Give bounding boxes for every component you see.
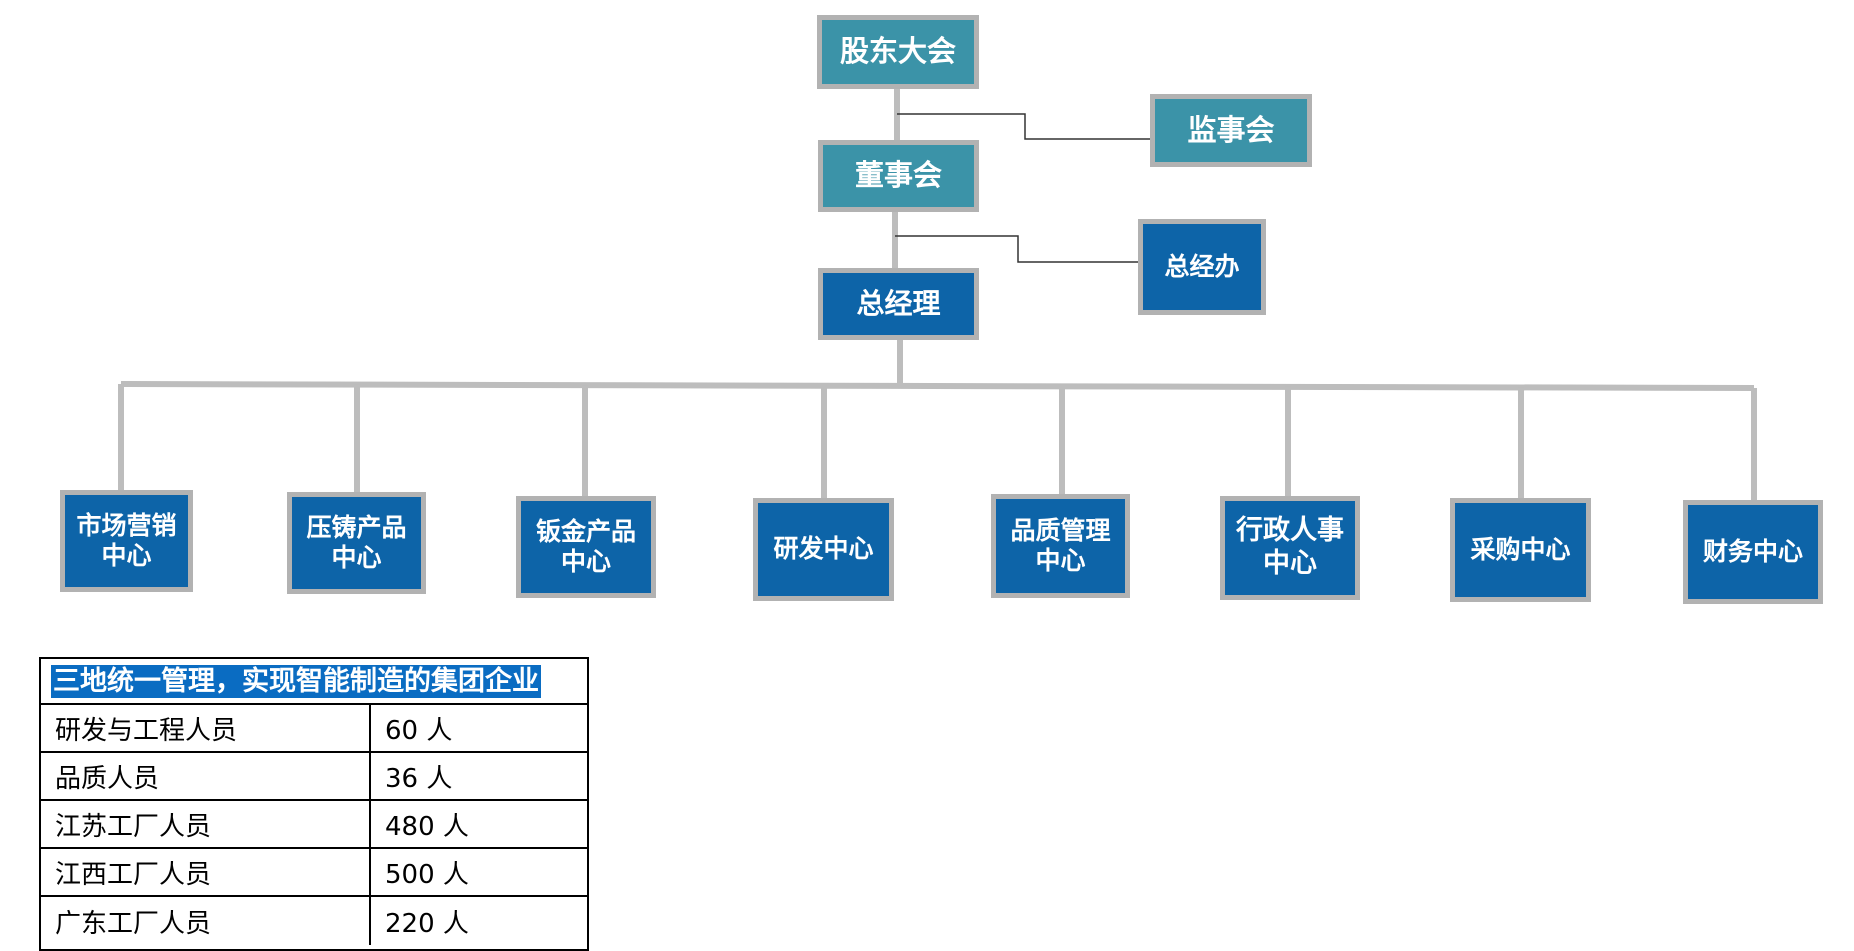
dept-label-line1: 市场营销 [76,510,177,540]
row-value: 220 人 [385,908,469,939]
connector-gm-office [895,235,1138,263]
row-label: 研发与工程人员 [41,705,371,751]
connector-department-bus [120,381,1755,391]
node-gm-office-label: 总经办 [1164,251,1240,281]
node-board-label: 董事会 [854,158,942,193]
dept-label-line2: 中心 [1035,546,1086,575]
dept-label-line2: 中心 [331,543,382,572]
dept-label-line1: 研发中心 [773,534,874,564]
row-label: 江苏工厂人员 [41,801,371,847]
row-label: 江西工厂人员 [41,849,371,895]
table-row: 江西工厂人员 500 人 [41,849,587,897]
dept-label-line1: 钣金产品 [535,516,636,546]
node-board: 董事会 [818,140,979,212]
table-title: 三地统一管理，实现智能制造的集团企业 [51,664,541,698]
node-supervisors: 监事会 [1150,94,1312,167]
node-shareholders: 股东大会 [817,15,979,89]
table-title-row: 三地统一管理，实现智能制造的集团企业 [41,659,587,705]
dept-marketing: 市场营销 中心 [60,490,193,592]
dept-sheet-metal: 钣金产品 中心 [516,496,656,598]
row-label: 品质人员 [41,753,371,799]
dept-rd: 研发中心 [753,498,894,601]
row-value: 36 人 [385,763,453,794]
node-gm: 总经理 [818,268,979,340]
connector-supervisors [897,113,1150,140]
row-value: 500 人 [385,859,469,890]
table-row: 品质人员 36 人 [41,753,587,801]
row-label: 广东工厂人员 [41,897,371,945]
dept-die-casting: 压铸产品 中心 [287,492,426,594]
dept-label-line1: 采购中心 [1470,534,1571,564]
dept-label-line1: 品质管理 [1010,515,1111,545]
dept-admin-hr: 行政人事 中心 [1220,496,1360,600]
table-row: 研发与工程人员 60 人 [41,705,587,753]
dept-label-line1: 财务中心 [1702,536,1803,566]
dept-quality: 品质管理 中心 [991,494,1130,598]
node-gm-office: 总经办 [1138,219,1266,315]
node-gm-label: 总经理 [856,286,941,320]
dept-label-line1: 行政人事 [1236,515,1344,547]
dept-label-line1: 压铸产品 [306,512,407,542]
table-row: 江苏工厂人员 480 人 [41,801,587,849]
row-value: 60 人 [385,715,453,746]
row-value: 480 人 [385,811,469,842]
dept-label-line2: 中心 [1263,548,1317,579]
node-shareholders-label: 股东大会 [839,34,956,69]
dept-label-line2: 中心 [101,541,152,570]
table-row: 广东工厂人员 220 人 [41,897,587,945]
dept-finance: 财务中心 [1683,500,1823,604]
dept-label-line2: 中心 [560,547,611,576]
staff-summary-table: 三地统一管理，实现智能制造的集团企业 研发与工程人员 60 人 品质人员 36 … [39,657,589,951]
dept-purchasing: 采购中心 [1450,498,1591,602]
node-supervisors-label: 监事会 [1187,112,1275,147]
